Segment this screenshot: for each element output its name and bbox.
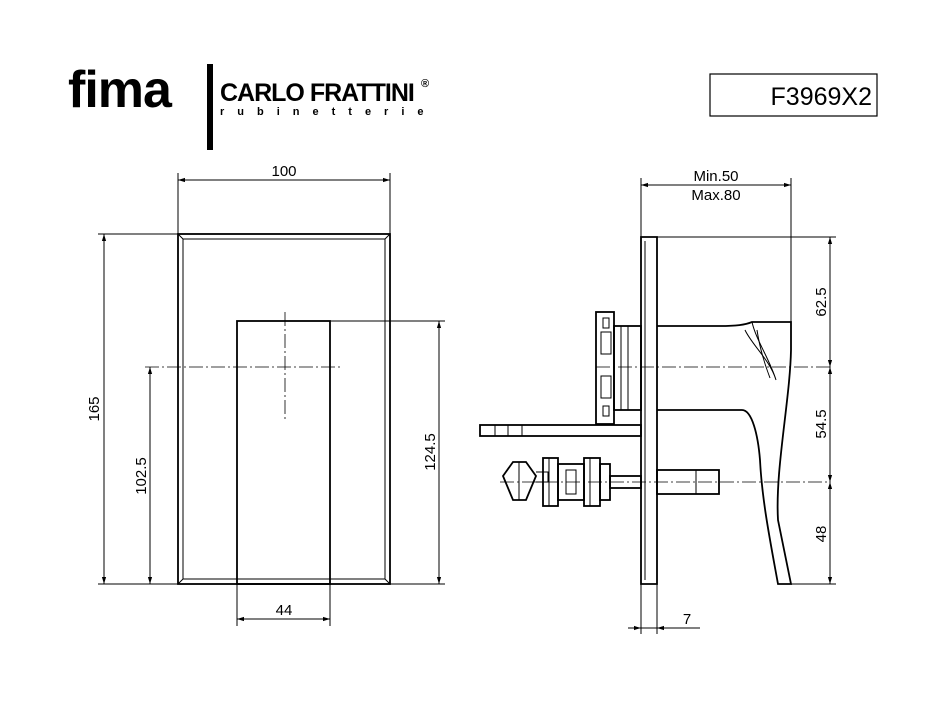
- front-view: 100 165 102.5 124.5 44: [86, 163, 445, 626]
- registered-mark: ®: [421, 78, 429, 90]
- brand-logo: fima CARLO FRATTINI ® rubinetterie: [68, 61, 437, 150]
- side-lever-handle: [657, 321, 793, 585]
- dim-thickness-label: 7: [683, 611, 691, 628]
- side-mounting-bracket: [595, 311, 615, 425]
- dim-bottom-segment-label: 48: [813, 526, 830, 543]
- dim-handle-height-label: 124.5: [422, 433, 439, 471]
- brand-tagline-text: rubinetterie: [220, 106, 437, 118]
- dim-height-label: 165: [86, 396, 103, 421]
- product-code: F3969X2: [771, 83, 872, 111]
- dim-width-label: 100: [271, 163, 296, 180]
- dim-center-height-label: 102.5: [133, 457, 150, 495]
- side-view: Min.50 Max.80 62.5 54.5 48 7: [479, 168, 836, 634]
- dim-top-segment-label: 62.5: [813, 287, 830, 316]
- front-handle-outline: [236, 320, 331, 585]
- brand-secondary-text: CARLO FRATTINI: [220, 79, 414, 107]
- product-code-frame: [709, 73, 878, 117]
- brand-main-text: fima: [68, 61, 173, 119]
- product-code-box: F3969X2: [709, 73, 878, 117]
- dim-depth-min-label: Min.50: [693, 168, 738, 185]
- front-plate-bevel: [182, 238, 386, 580]
- dim-middle-segment-label: 54.5: [813, 409, 830, 438]
- front-plate-outline: [177, 233, 391, 585]
- brand-divider: [207, 64, 213, 150]
- dim-handle-width-label: 44: [276, 602, 293, 619]
- side-wall-plate: [640, 236, 658, 585]
- dim-depth-max-label: Max.80: [691, 187, 740, 204]
- side-extension-rod: [479, 424, 642, 437]
